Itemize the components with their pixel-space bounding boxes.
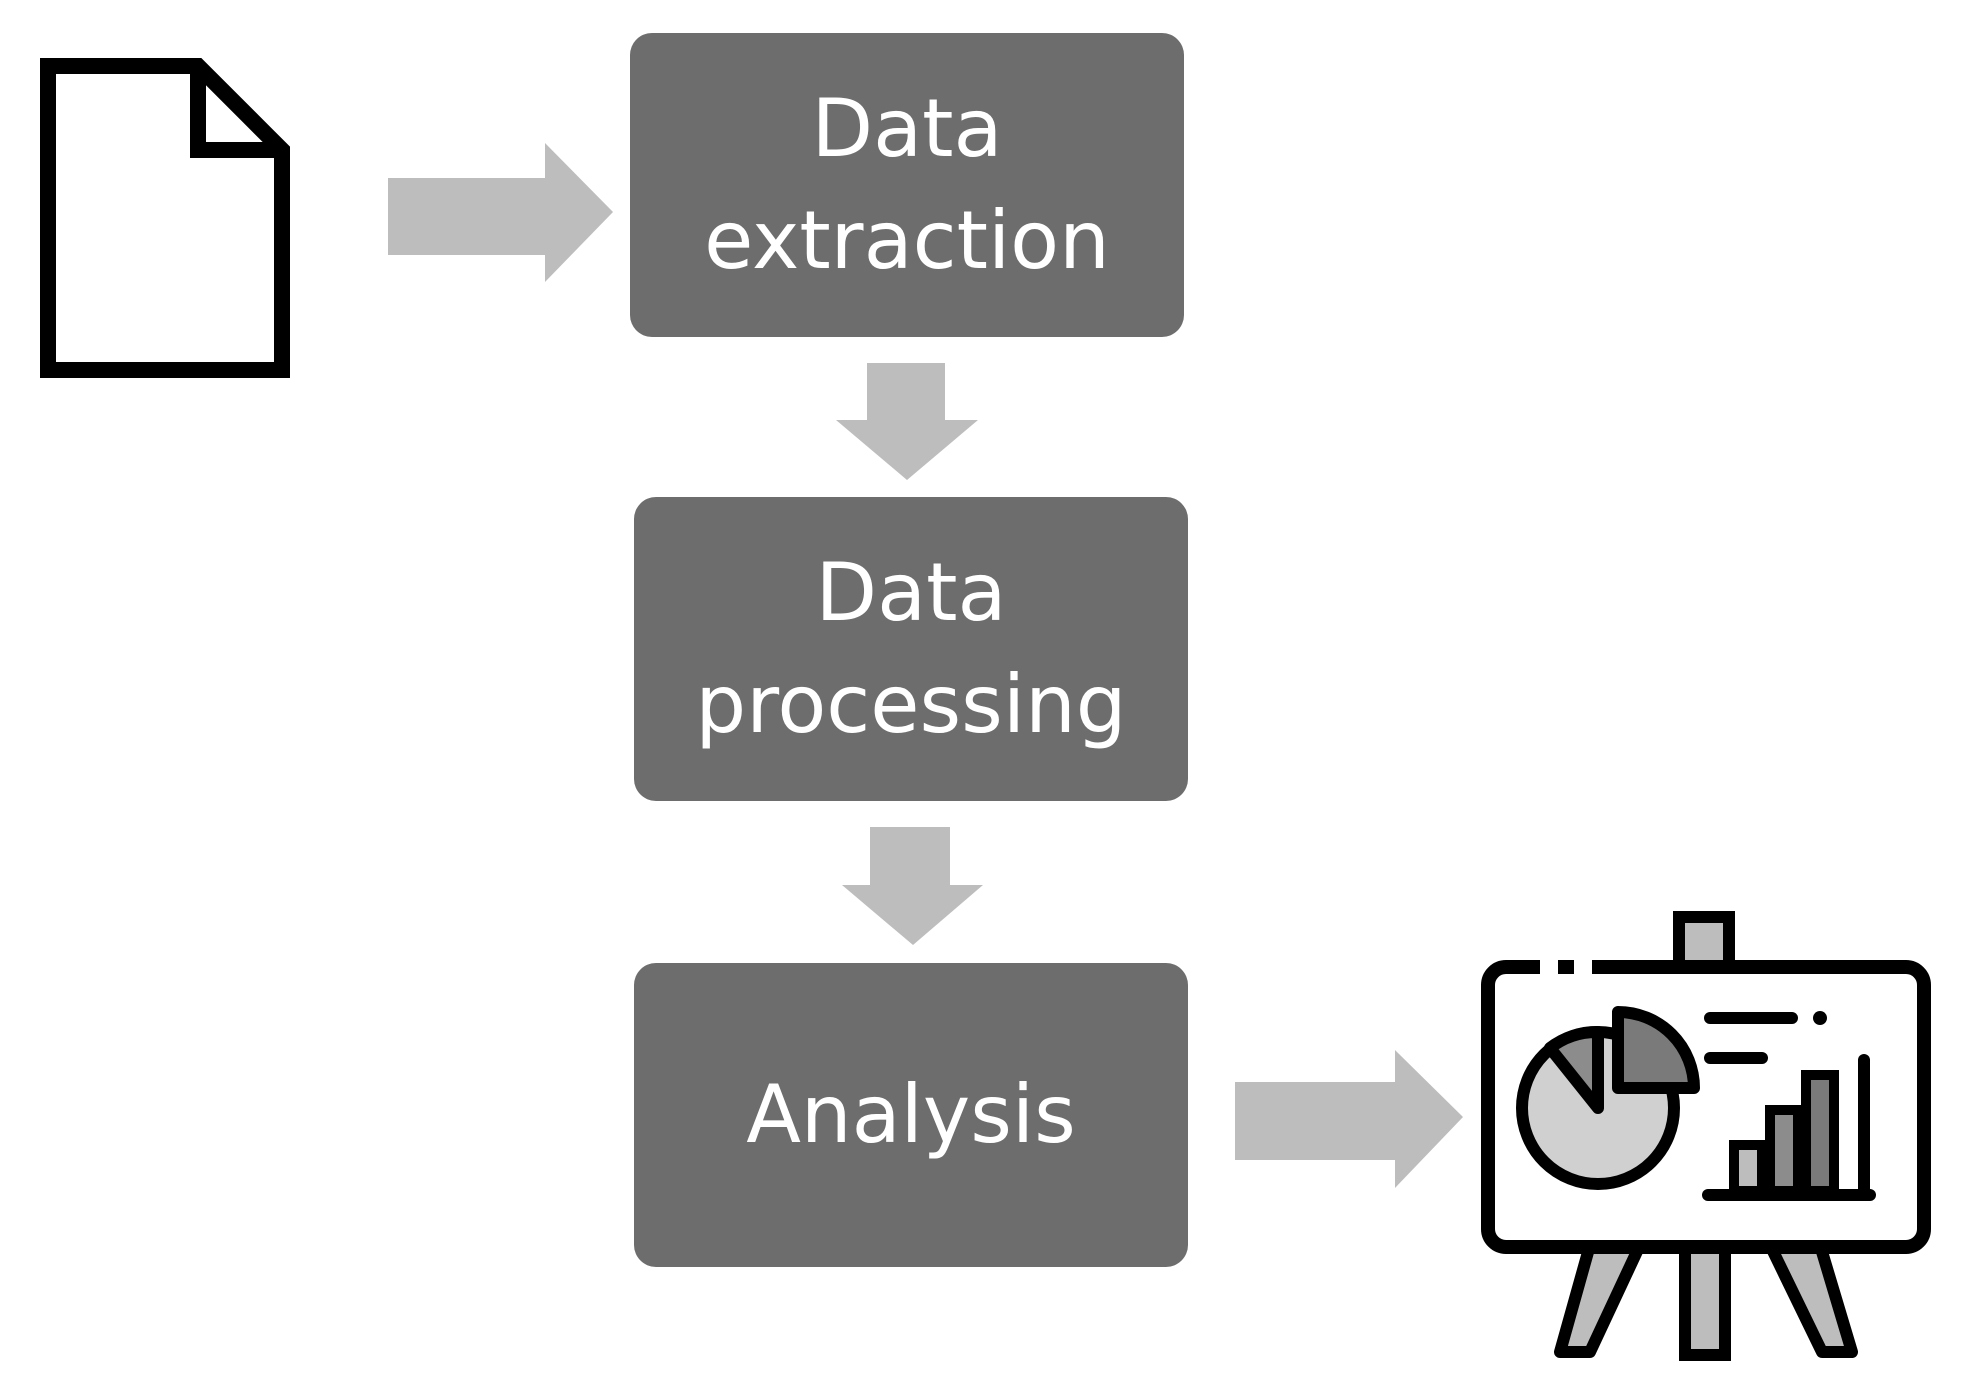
easel-leg-left	[1554, 1239, 1646, 1358]
easel-leg-right	[1764, 1239, 1858, 1358]
pie-slice-mid	[1544, 1026, 1604, 1114]
step-label: Analysis	[746, 1068, 1076, 1161]
step-label: Data processing	[695, 546, 1127, 751]
arrow-analysis-to-presentation	[1235, 1050, 1463, 1188]
document-icon	[40, 58, 290, 378]
step-data-extraction: Data extraction	[630, 33, 1184, 337]
step-analysis: Analysis	[634, 963, 1188, 1267]
step-label: Data extraction	[704, 82, 1110, 287]
step-data-processing: Data processing	[634, 497, 1188, 801]
arrow-document-to-extraction	[388, 143, 613, 282]
easel-leg-center	[1679, 1239, 1731, 1361]
pie-slice-dark	[1612, 1006, 1700, 1094]
arrow-processing-to-analysis	[842, 827, 983, 945]
bar-2	[1765, 1105, 1803, 1196]
bar-3	[1801, 1070, 1839, 1196]
bar-1	[1729, 1140, 1767, 1196]
presentation-chart-icon	[1481, 911, 1931, 1361]
arrow-extraction-to-processing	[836, 363, 978, 480]
easel-hanger	[1673, 911, 1735, 973]
